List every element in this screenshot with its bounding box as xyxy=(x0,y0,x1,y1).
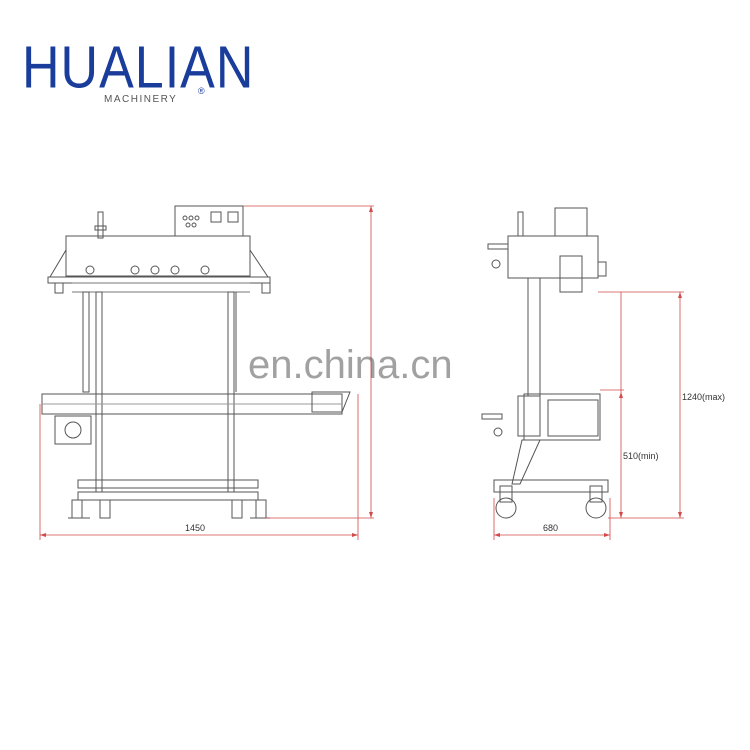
brand-logo: HUALIAN MACHINERY ® xyxy=(22,38,254,105)
dimension-height-max: 1240(max) xyxy=(682,392,725,402)
dimension-side-width: 680 xyxy=(543,523,558,533)
dimension-lines xyxy=(39,205,684,540)
dimension-arrows xyxy=(40,206,682,537)
brand-subtitle: MACHINERY xyxy=(104,94,178,105)
watermark-text: en.china.cn xyxy=(248,343,453,387)
brand-name: HUALIAN xyxy=(22,34,255,102)
registered-mark: ® xyxy=(198,86,205,96)
dimension-height-min: 510(min) xyxy=(623,451,659,461)
dimension-front-width: 1450 xyxy=(185,523,205,533)
front-view xyxy=(41,205,351,519)
side-view xyxy=(481,207,609,519)
control-panel xyxy=(174,205,244,237)
side-head xyxy=(507,235,599,279)
